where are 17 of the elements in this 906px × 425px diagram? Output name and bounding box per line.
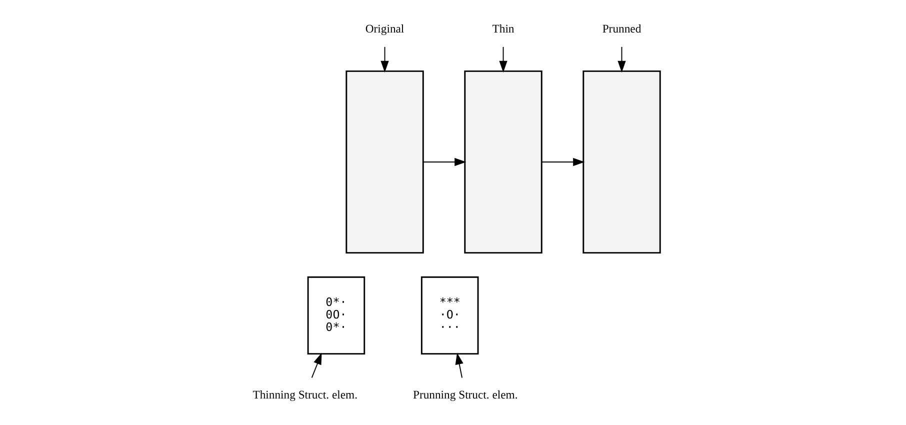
- node-box: *** ·O· ···: [420, 276, 479, 355]
- arrow: [541, 158, 585, 166]
- arrow: [499, 46, 508, 73]
- node-box: [464, 70, 542, 254]
- arrow: [311, 352, 322, 378]
- arrow: [618, 46, 626, 73]
- arrow: [380, 46, 389, 73]
- arrow: [455, 352, 464, 378]
- node-box: 0*· 0O· 0*·: [307, 276, 366, 355]
- node-text: Prunned: [602, 22, 642, 36]
- node-text: Original: [365, 22, 404, 36]
- node-box: [346, 70, 424, 254]
- node-text: Thinning Struct. elem.: [252, 388, 358, 402]
- arrow: [422, 158, 466, 166]
- node-box: [582, 70, 661, 254]
- node-text: Thin: [492, 22, 514, 36]
- node-text: Prunning Struct. elem.: [413, 388, 518, 402]
